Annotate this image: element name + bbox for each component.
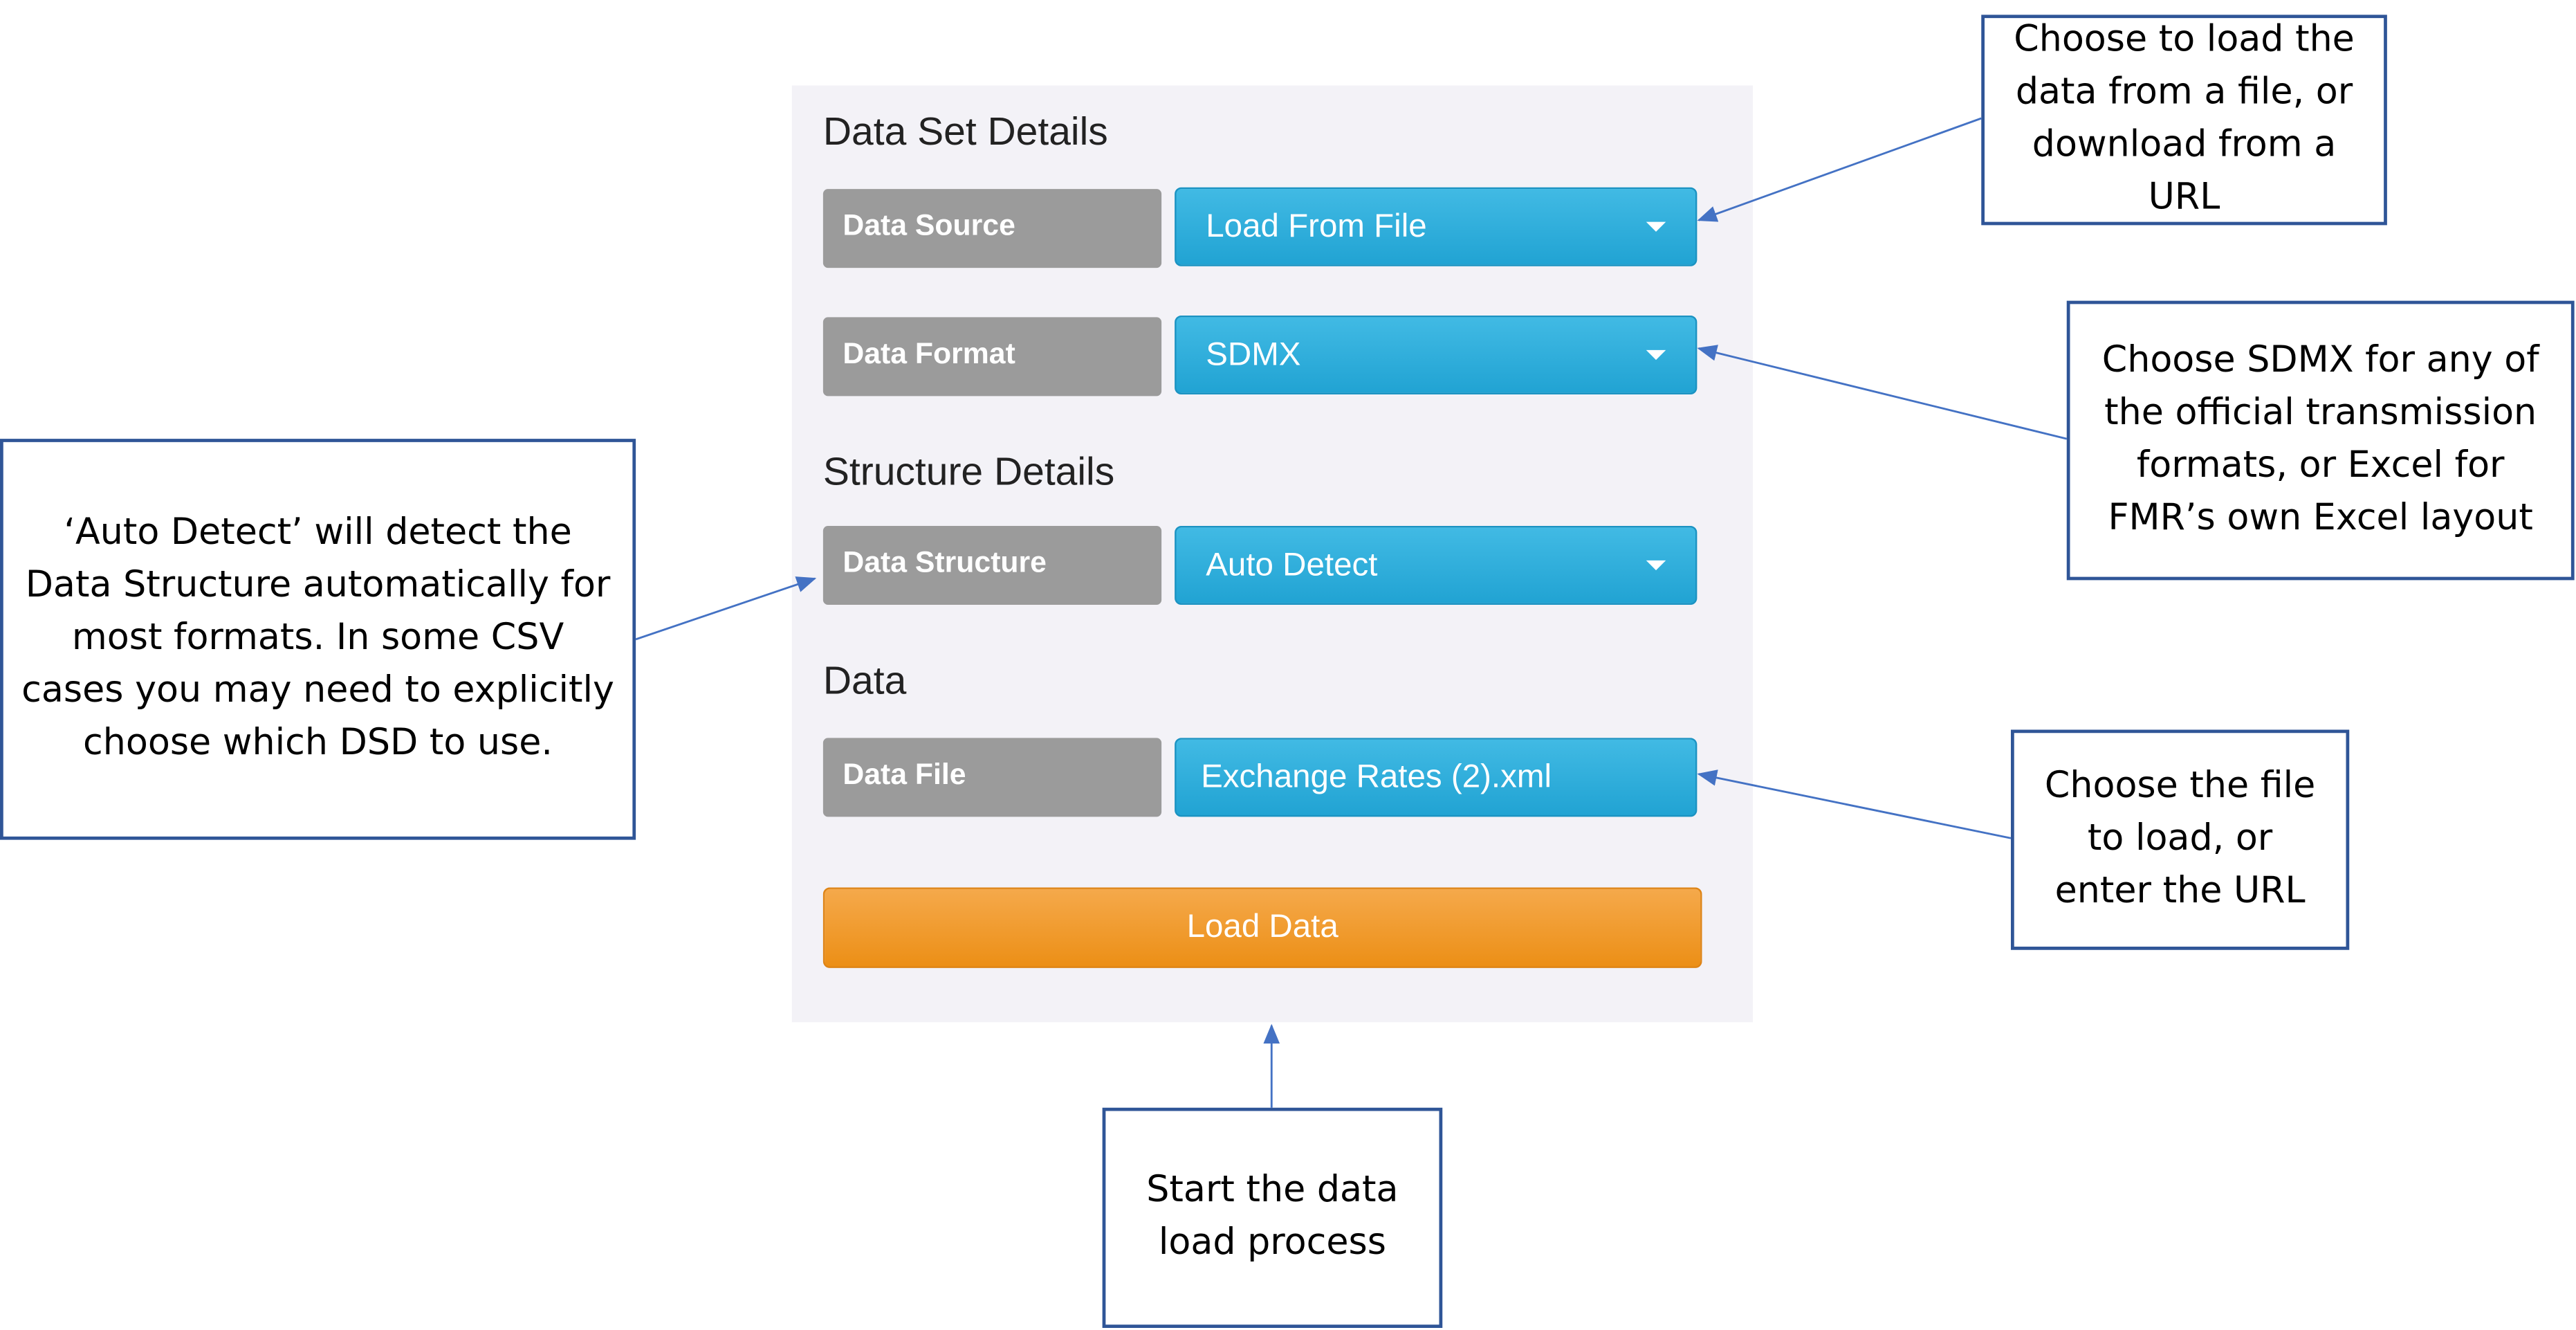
chevron-down-icon <box>1646 349 1666 361</box>
chevron-down-icon <box>1646 221 1666 232</box>
callout-line: Choose SDMX for any of <box>2101 340 2539 381</box>
data-format-select[interactable]: SDMX <box>1175 316 1698 394</box>
data-format-label: Data Format <box>822 317 1162 397</box>
data-format-value: SDMX <box>1206 336 1301 374</box>
callout-data-file: Choose the file to load, or enter the UR… <box>2011 729 2350 950</box>
data-file-label: Data File <box>822 738 1162 817</box>
load-data-button[interactable]: Load Data <box>822 887 1702 968</box>
data-source-label: Data Source <box>822 189 1162 268</box>
data-source-select[interactable]: Load From File <box>1175 187 1698 266</box>
callout-line: Choose to load the <box>2014 19 2355 61</box>
callout-line: load process <box>1158 1223 1386 1264</box>
callout-line: Start the data <box>1146 1170 1399 1212</box>
dataset-details-heading: Data Set Details <box>822 110 1108 155</box>
callout-line: Choose the file <box>2044 765 2316 808</box>
callout-line: FMR’s own Excel layout <box>2108 498 2533 539</box>
chevron-down-icon <box>1646 560 1666 571</box>
callout-line: the official transmission <box>2104 392 2537 434</box>
data-structure-label: Data Structure <box>822 526 1162 605</box>
arrow-to-data-structure <box>635 576 817 641</box>
data-source-value: Load From File <box>1206 208 1427 245</box>
data-heading: Data <box>822 659 907 704</box>
data-structure-value: Auto Detect <box>1206 547 1378 584</box>
callout-line: ‘Auto Detect’ will detect the <box>64 513 572 554</box>
callout-data-structure: ‘Auto Detect’ will detect the Data Struc… <box>0 439 636 840</box>
data-structure-select[interactable]: Auto Detect <box>1175 526 1698 605</box>
callout-line: choose which DSD to use. <box>83 723 553 765</box>
data-file-value: Exchange Rates (2).xml <box>1201 759 1552 796</box>
data-file-chooser[interactable]: Exchange Rates (2).xml <box>1175 738 1698 817</box>
callout-line: data from a file, or <box>2015 72 2353 113</box>
callout-line: Data Structure automatically for <box>25 565 611 607</box>
callout-load-data: Start the data load process <box>1102 1107 1443 1328</box>
callout-line: enter the URL <box>2054 871 2306 913</box>
structure-details-heading: Structure Details <box>822 450 1115 495</box>
callout-data-source: Choose to load the data from a file, or … <box>1981 15 2387 226</box>
callout-line: to load, or <box>2087 818 2273 860</box>
callout-line: cases you may need to explicitly <box>21 671 614 712</box>
callout-line: download from a <box>2032 125 2337 166</box>
callout-line: most formats. In some CSV <box>71 618 564 659</box>
callout-data-format: Choose SDMX for any of the official tran… <box>2066 300 2575 581</box>
callout-line: URL <box>2148 177 2220 219</box>
callout-line: formats, or Excel for <box>2136 445 2505 486</box>
arrow-to-data-format <box>1697 345 2068 440</box>
